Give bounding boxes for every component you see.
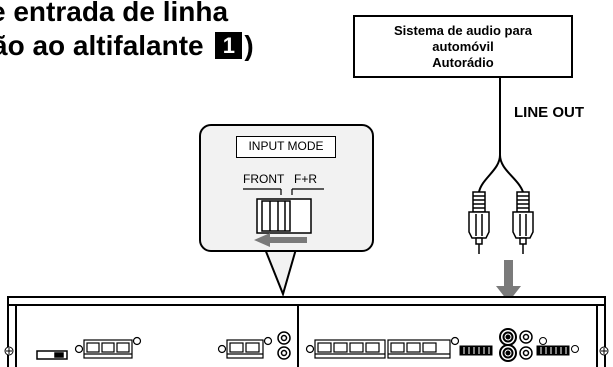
source-box-line-2: automóvil: [432, 39, 494, 54]
speaker-terminal-block-2: [217, 336, 273, 359]
rca-jack-pair-front: [277, 331, 291, 360]
connector-strip-left: [459, 345, 493, 356]
heading-line-1: e entrada de linha: [0, 0, 229, 27]
speaker-terminal-block-3: [305, 336, 460, 359]
line-out-cable: [478, 78, 524, 193]
car-audio-system-box: Sistema de audio para automóvil Autorádi…: [353, 15, 573, 78]
screw-icons: [4, 346, 609, 356]
heading-line-2-close: ): [244, 30, 254, 61]
rca-plug-left-icon: [468, 191, 490, 254]
rca-plug-right-icon: [512, 191, 534, 254]
speaker-terminal-block-1: [74, 336, 142, 359]
callout-pointer: [263, 248, 298, 298]
switch-position-front-label: FRONT: [243, 172, 285, 186]
heading-line-2: ão ao altifalante 1): [0, 32, 254, 60]
source-box-line-3: Autorádio: [432, 55, 494, 70]
step-number-badge: 1: [215, 32, 243, 59]
source-box-line-1: Sistema de audio para: [394, 23, 532, 38]
insert-arrow-icon: [496, 260, 521, 302]
heading-line-2-text: ão ao altifalante: [0, 30, 212, 61]
line-in-jacks: [499, 328, 517, 362]
line-out-label: LINE OUT: [514, 104, 584, 121]
fuse-icon: [36, 350, 68, 360]
line-out-jacks: [519, 330, 533, 360]
input-mode-label: INPUT MODE: [236, 136, 336, 158]
switch-position-fr-label: F+R: [294, 172, 318, 186]
connector-strip-right: [536, 337, 579, 356]
